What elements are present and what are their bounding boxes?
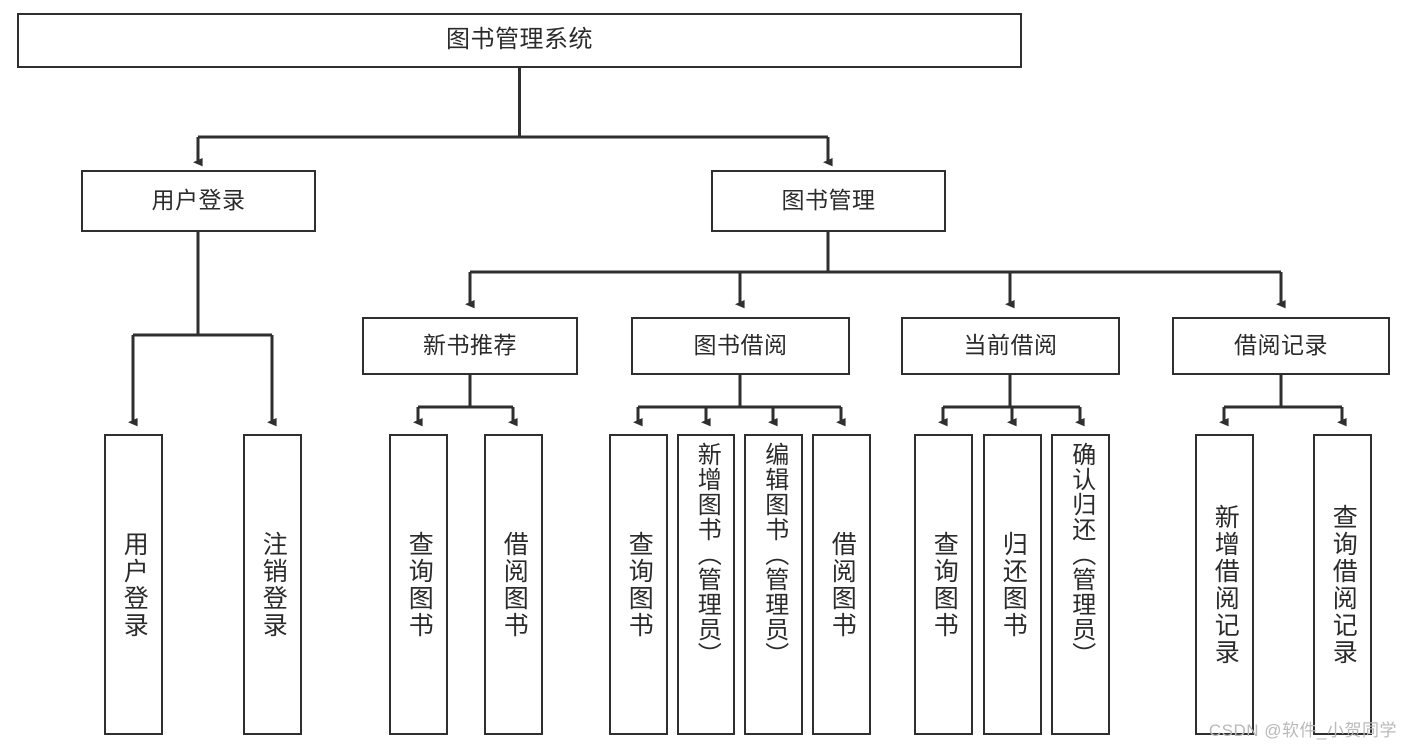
node-label: 当前借阅 xyxy=(963,332,1058,359)
leaf-query-book-current[interactable]: 查询图书 xyxy=(914,434,973,735)
node-current-borrow[interactable]: 当前借阅 xyxy=(901,317,1120,375)
node-new-book-recommend[interactable]: 新书推荐 xyxy=(362,317,578,375)
node-label: 查询图书 xyxy=(625,530,654,639)
node-label: 借阅图书 xyxy=(828,530,857,639)
node-label: 编辑图书（管理员） xyxy=(760,442,788,667)
node-label: 图书管理 xyxy=(781,187,876,214)
node-label: 查询图书 xyxy=(930,530,959,639)
leaf-add-book-admin[interactable]: 新增图书（管理员） xyxy=(677,434,735,735)
leaf-return-book[interactable]: 归还图书 xyxy=(983,434,1042,735)
node-label: 查询借阅记录 xyxy=(1329,503,1358,666)
node-label: 借阅记录 xyxy=(1234,332,1328,359)
node-label: 用户登录 xyxy=(120,530,149,639)
node-label: 查询图书 xyxy=(405,530,434,639)
node-label: 注销登录 xyxy=(259,530,288,639)
leaf-edit-book-admin[interactable]: 编辑图书（管理员） xyxy=(744,434,803,735)
node-label: 图书管理系统 xyxy=(446,26,593,54)
node-label: 新增图书（管理员） xyxy=(693,442,721,667)
node-label: 确认归还（管理员） xyxy=(1067,442,1095,667)
node-label: 归还图书 xyxy=(999,530,1028,639)
node-book-management[interactable]: 图书管理 xyxy=(711,170,946,232)
leaf-query-borrow-record[interactable]: 查询借阅记录 xyxy=(1313,434,1372,735)
leaf-user-login[interactable]: 用户登录 xyxy=(104,434,163,735)
node-book-borrow[interactable]: 图书借阅 xyxy=(631,317,850,375)
leaf-logout[interactable]: 注销登录 xyxy=(243,434,302,735)
node-label: 图书借阅 xyxy=(693,332,788,359)
leaf-borrow-book-new[interactable]: 借阅图书 xyxy=(484,434,543,735)
node-label: 用户登录 xyxy=(151,187,246,214)
node-user-login[interactable]: 用户登录 xyxy=(81,170,316,232)
leaf-query-book-borrow[interactable]: 查询图书 xyxy=(609,434,668,735)
node-label: 新增借阅记录 xyxy=(1211,503,1240,666)
node-borrow-record[interactable]: 借阅记录 xyxy=(1172,317,1390,375)
node-label: 借阅图书 xyxy=(500,530,529,639)
leaf-add-borrow-record[interactable]: 新增借阅记录 xyxy=(1195,434,1254,735)
node-root-system[interactable]: 图书管理系统 xyxy=(17,13,1022,68)
leaf-query-book-new[interactable]: 查询图书 xyxy=(389,434,448,735)
node-label: 新书推荐 xyxy=(423,332,517,359)
watermark: CSDN @软件_小贺同学 xyxy=(1208,721,1397,740)
leaf-borrow-book[interactable]: 借阅图书 xyxy=(812,434,871,735)
leaf-confirm-return-admin[interactable]: 确认归还（管理员） xyxy=(1051,434,1110,735)
